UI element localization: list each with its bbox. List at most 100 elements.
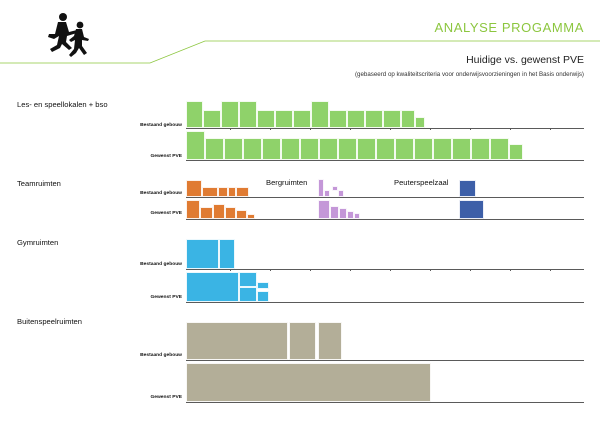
- classroom-block: [383, 110, 401, 128]
- row-label-existing: Bestaand gebouw: [140, 353, 182, 358]
- classroom-block: [433, 138, 452, 160]
- scale-tick: [350, 128, 351, 130]
- classroom-block: [243, 138, 262, 160]
- team-room-block: [213, 204, 225, 219]
- gym-block: [239, 272, 257, 287]
- classroom-block: [338, 138, 357, 160]
- team-room-block: [225, 207, 236, 219]
- classroom-block: [221, 101, 239, 128]
- section-title-team: Teamruimten: [17, 179, 61, 188]
- classroom-block: [186, 101, 203, 128]
- playroom-label: Peuterspeelzaal: [394, 178, 449, 187]
- playroom-block: [459, 180, 476, 197]
- team-room-block: [236, 187, 249, 197]
- header-decoration: [0, 40, 600, 64]
- storage-block: [332, 186, 338, 191]
- storage-block: [338, 190, 344, 197]
- storage-block: [347, 211, 354, 219]
- gym-desired-baseline: [186, 302, 584, 303]
- team-room-block: [200, 207, 213, 219]
- lokalen-desired-baseline: [186, 160, 584, 161]
- classroom-block: [281, 138, 300, 160]
- classroom-block: [293, 110, 311, 128]
- scale-tick: [510, 128, 511, 130]
- classroom-block: [357, 138, 376, 160]
- scale-tick: [550, 269, 551, 271]
- team-room-block: [236, 210, 247, 219]
- outdoor-existing-baseline: [186, 360, 584, 361]
- running-children-icon: [48, 13, 89, 57]
- outdoor-area-block: [318, 322, 342, 360]
- scale-tick: [470, 269, 471, 271]
- scale-tick: [430, 269, 431, 271]
- page-title: ANALYSE PROGAMMA: [434, 20, 584, 35]
- row-label-desired: Gewenst PVE: [150, 154, 182, 159]
- row-label-desired: Gewenst PVE: [150, 395, 182, 400]
- classroom-block: [262, 138, 281, 160]
- row-label-desired: Gewenst PVE: [150, 295, 182, 300]
- scale-tick: [390, 269, 391, 271]
- classroom-block: [401, 110, 415, 128]
- storage-block: [324, 190, 330, 197]
- gym-block: [186, 272, 239, 302]
- row-label-existing: Bestaand gebouw: [140, 123, 182, 128]
- scale-tick: [350, 269, 351, 271]
- storage-block: [339, 208, 347, 219]
- section-title-gym: Gymruimten: [17, 238, 59, 247]
- classroom-block: [205, 138, 224, 160]
- scale-tick: [390, 128, 391, 130]
- team-room-block: [186, 180, 202, 197]
- scale-tick: [270, 128, 271, 130]
- storage-block: [318, 200, 330, 219]
- row-label-desired: Gewenst PVE: [150, 211, 182, 216]
- team-room-block: [186, 200, 200, 219]
- section-title-lokalen: Les- en speellokalen + bso: [17, 100, 108, 109]
- scale-tick: [550, 128, 551, 130]
- scale-tick: [430, 128, 431, 130]
- classroom-block: [376, 138, 395, 160]
- storage-block: [318, 179, 324, 197]
- classroom-block: [452, 138, 471, 160]
- lokalen-existing-baseline: [186, 128, 584, 129]
- storage-block: [330, 206, 339, 219]
- classroom-block: [224, 138, 243, 160]
- gym-block: [219, 239, 235, 269]
- classroom-block: [471, 138, 490, 160]
- classroom-block: [365, 110, 383, 128]
- outdoor-area-block: [186, 363, 431, 402]
- classroom-block: [300, 138, 319, 160]
- team-existing-baseline: [186, 197, 584, 198]
- classroom-block: [186, 131, 205, 160]
- classroom-block: [415, 117, 425, 128]
- criteria-note: (gebaseerd op kwaliteitscriteria voor on…: [354, 71, 584, 78]
- classroom-block: [509, 144, 523, 160]
- section-title-outdoor: Buitenspeelruimten: [17, 317, 83, 326]
- storage-block: [354, 213, 360, 219]
- storage-label: Bergruimten: [266, 178, 308, 187]
- outdoor-desired-baseline: [186, 402, 584, 403]
- scale-tick: [510, 269, 511, 271]
- scale-tick: [310, 128, 311, 130]
- scale-tick: [230, 269, 231, 271]
- outdoor-area-block: [186, 322, 288, 360]
- classroom-block: [203, 110, 221, 128]
- gym-block: [257, 291, 269, 302]
- gym-block: [257, 282, 269, 289]
- classroom-block: [257, 110, 275, 128]
- playroom-block: [459, 200, 484, 219]
- scale-tick: [230, 128, 231, 130]
- row-label-existing: Bestaand gebouw: [140, 191, 182, 196]
- classroom-block: [347, 110, 365, 128]
- team-desired-baseline: [186, 219, 584, 220]
- team-room-block: [247, 214, 255, 219]
- page-subtitle: Huidige vs. gewenst PVE: [466, 54, 584, 66]
- scale-tick: [470, 128, 471, 130]
- row-label-existing: Bestaand gebouw: [140, 262, 182, 267]
- team-room-block: [228, 187, 236, 197]
- team-room-block: [218, 187, 228, 197]
- classroom-block: [239, 101, 257, 128]
- gym-existing-baseline: [186, 269, 584, 270]
- scale-tick: [270, 269, 271, 271]
- outdoor-area-block: [289, 322, 316, 360]
- classroom-block: [311, 101, 329, 128]
